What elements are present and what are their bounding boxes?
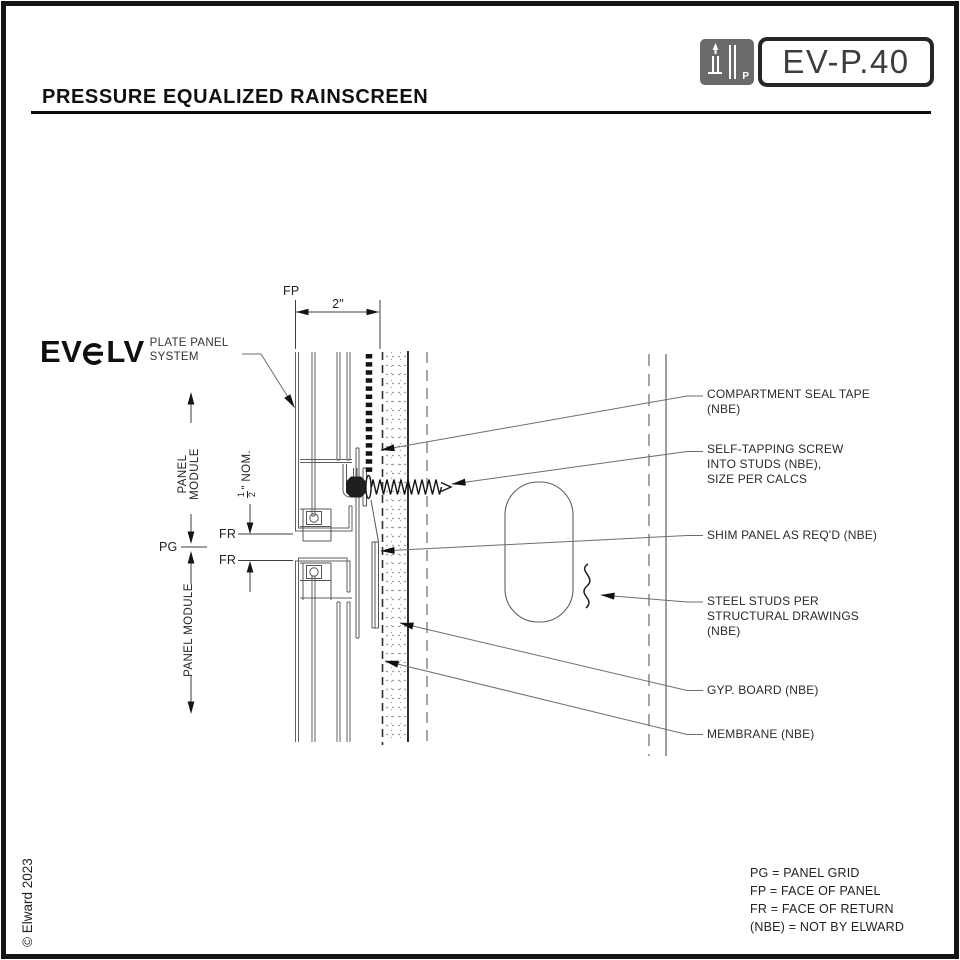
wordmark-right: LV [106,334,145,369]
evolv-e-icon [83,342,106,365]
panel-linework [295,352,353,742]
brand-subtitle-line1: PLATE PANEL [149,337,229,349]
width-dimension-label: 2" [322,297,354,311]
brand-logo: EV LV PLATE PANEL SYSTEM [40,336,229,367]
sheet-title: PRESSURE EQUALIZED RAINSCREEN [42,86,429,108]
steel-stud-lines [426,352,667,756]
fr-top-label: FR [219,527,237,541]
legend-fr: FR = FACE OF RETURN [750,902,894,916]
icon-letter: P [742,71,749,82]
callout-self-tapping-screw: SELF-TAPPING SCREW INTO STUDS (NBE), SIZ… [707,442,844,486]
callout-membrane: MEMBRANE (NBE) [707,727,815,741]
leader-lines [242,353,703,735]
panel-section-icon [708,43,736,79]
brand-subtitle-line2: SYSTEM [149,350,199,363]
pg-label: PG [159,540,178,554]
brand-subtitle: PLATE PANEL SYSTEM [150,337,229,365]
panel-module-bottom-label: PANEL MODULE [183,583,195,677]
detail-type-icon: P [700,39,754,85]
sheet-code: EV-P.40 [782,43,910,80]
callout-compartment-seal-tape: COMPARTMENT SEAL TAPE (NBE) [707,387,870,416]
callout-gyp-board: GYP. BOARD (NBE) [707,683,819,697]
self-tapping-screw [346,474,453,500]
fp-label: FP [283,284,300,298]
wordmark-left: EV [40,334,83,369]
panel-module-top-label: PANEL MODULE [177,448,201,500]
sheet-code-badge: P EV-P.40 [700,37,934,87]
title-underline [31,111,931,114]
fr-bottom-label: FR [219,553,237,567]
brand-wordmark: EV LV [40,336,145,367]
break-squiggle [583,563,591,609]
copyright-notice: © Elward 2023 [20,858,35,947]
callout-steel-studs: STEEL STUDS PER STRUCTURAL DRAWINGS (NBE… [707,594,859,638]
dimension-lines [181,300,381,705]
legend-fp: FP = FACE OF PANEL [750,884,881,898]
abbreviation-legend: PG = PANEL GRID FP = FACE OF PANEL FR = … [750,864,904,936]
legend-pg: PG = PANEL GRID [750,866,860,880]
sheet-code-box: EV-P.40 [758,37,934,87]
stud-knockout [504,481,574,623]
dimension-arrowheads [187,308,379,714]
legend-nbe: (NBE) = NOT BY ELWARD [750,920,905,934]
callout-shim-panel: SHIM PANEL AS REQ'D (NBE) [707,528,878,542]
